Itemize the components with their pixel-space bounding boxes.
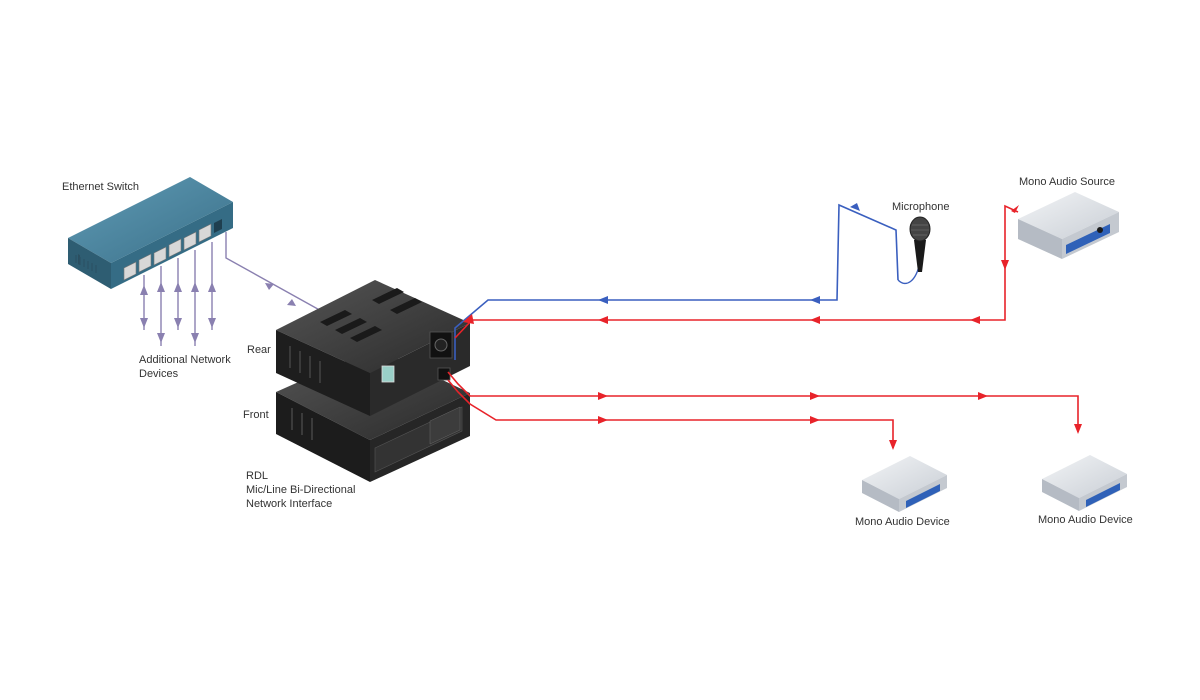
additional-devices-label-line1: Additional Network — [139, 354, 231, 366]
mono-audio-device-2-label: Mono Audio Device — [1038, 514, 1133, 526]
ethernet-switch — [68, 177, 233, 289]
mono-audio-device-2 — [1042, 455, 1127, 511]
front-label: Front — [243, 409, 269, 421]
mic-signal-line — [454, 203, 899, 360]
mono-audio-source-label: Mono Audio Source — [1019, 176, 1116, 188]
rear-label: Rear — [247, 344, 271, 356]
microphone-icon — [897, 216, 931, 285]
rdl-label-line3: Network Interface — [246, 498, 333, 510]
ethernet-switch-label: Ethernet Switch — [62, 181, 140, 193]
network-port-icon — [381, 365, 395, 383]
network-arrows — [140, 282, 296, 343]
rdl-interface — [276, 280, 470, 482]
network-lines — [143, 232, 389, 378]
mono-audio-device-1-label: Mono Audio Device — [855, 516, 950, 528]
microphone-label: Microphone — [892, 201, 950, 213]
additional-devices-label-line2: Devices — [139, 368, 179, 380]
rdl-label-line1: RDL — [246, 470, 269, 482]
output-signal-lines — [447, 371, 1082, 450]
rdl-label-line2: Mic/Line Bi-Directional — [246, 484, 356, 496]
switch-ports — [123, 219, 222, 281]
source-signal-line — [454, 204, 1019, 339]
mono-audio-device-1 — [862, 456, 947, 512]
mono-audio-source — [1018, 192, 1119, 259]
